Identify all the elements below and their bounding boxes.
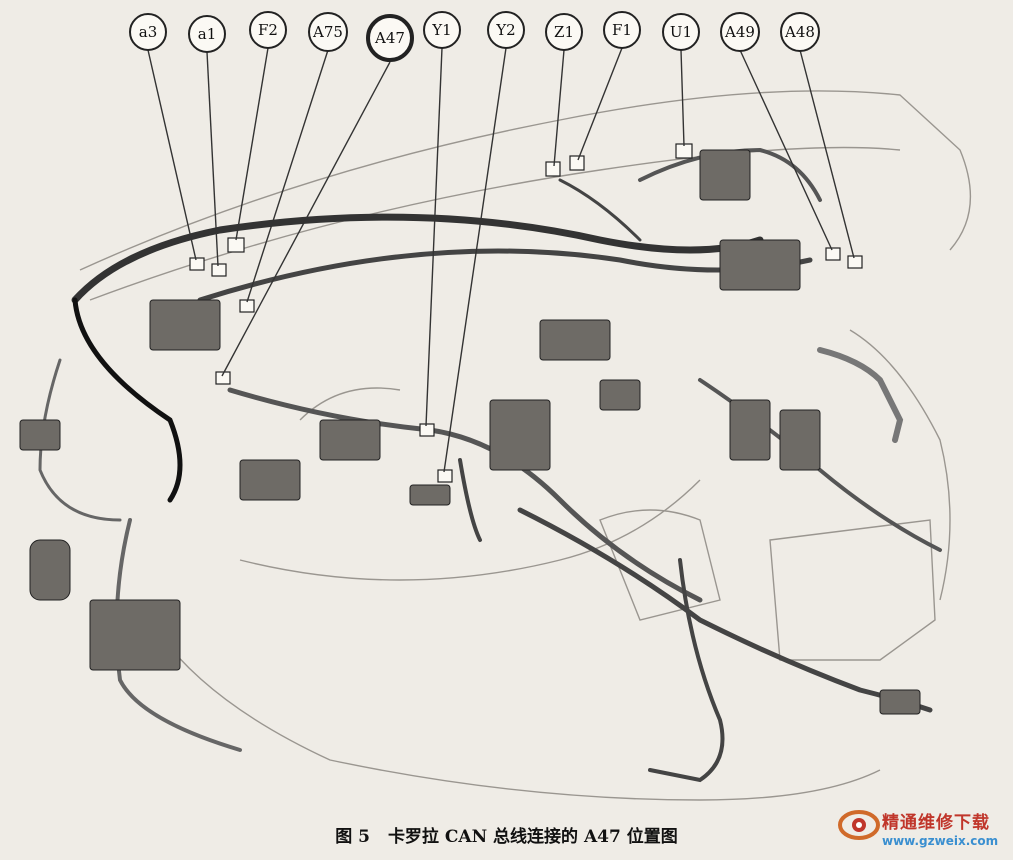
svg-text:a3: a3 [139,23,158,41]
watermark: 精通维修下载 www.gzweix.com [838,800,1008,858]
watermark-name: 精通维修下载 [882,813,990,833]
wiring-harness-diagram: a3 a1 F2 A75 A47 Y1 Y2 Z1 F1 U1 A49 A48 [19,11,972,801]
svg-text:Y1: Y1 [431,21,451,39]
svg-text:A48: A48 [784,23,815,41]
callout-a1: a1 [188,15,226,53]
connector-blocks [19,149,921,715]
caption-text: 卡罗拉 CAN 总线连接的 A47 位置图 [387,827,678,847]
svg-text:A75: A75 [312,23,343,41]
callout-F1: F1 [603,11,641,49]
callout-U1: U1 [662,13,700,51]
callout-F2: F2 [249,11,287,49]
dashboard-outline [79,90,972,801]
svg-text:A49: A49 [724,23,755,41]
callout-A49: A49 [720,12,760,52]
callout-Y1: Y1 [423,11,461,49]
svg-text:A47: A47 [374,29,405,47]
callout-A47: A47 [366,14,414,62]
svg-text:a1: a1 [198,25,217,43]
svg-text:F1: F1 [612,21,632,39]
figure-caption: 图 5 卡罗拉 CAN 总线连接的 A47 位置图 [0,820,1013,854]
eye-logo-icon [838,810,880,840]
callout-Z1: Z1 [545,13,583,51]
caption-number: 图 5 [335,827,371,847]
svg-text:U1: U1 [670,23,692,41]
svg-text:Y2: Y2 [495,21,515,39]
callout-Y2: Y2 [487,11,525,49]
callout-target-connectors [189,143,863,483]
callout-a3: a3 [129,13,167,51]
callout-A48: A48 [780,12,820,52]
callout-A75: A75 [308,12,348,52]
svg-text:Z1: Z1 [554,23,574,41]
watermark-url: www.gzweix.com [882,834,999,848]
leader-lines [147,47,855,473]
svg-text:F2: F2 [258,21,278,39]
